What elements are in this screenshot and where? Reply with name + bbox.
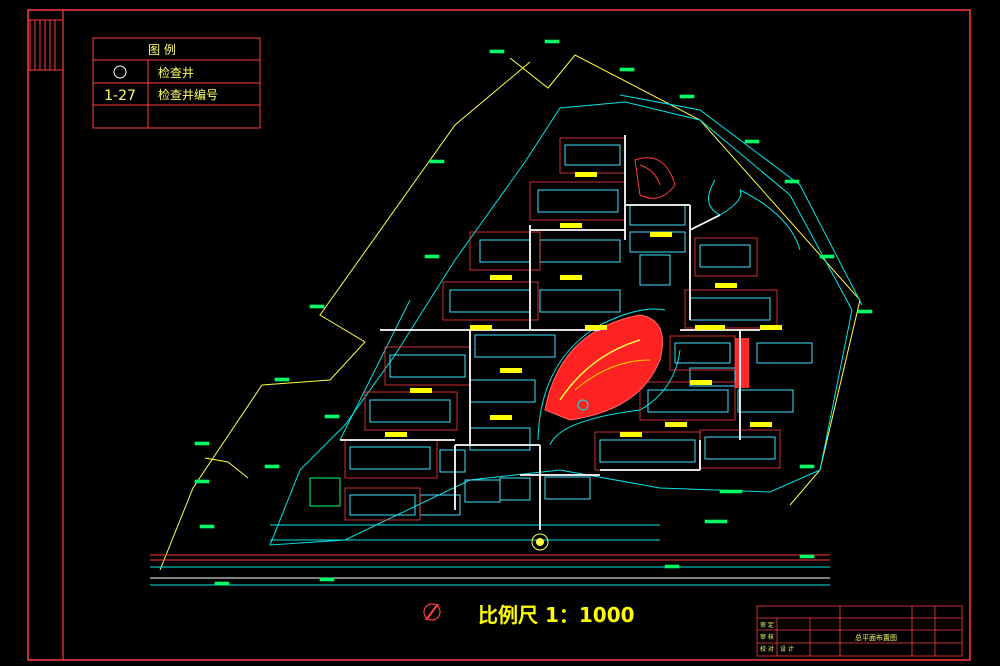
title-block-label-2: 审 核 bbox=[760, 633, 774, 641]
road-network bbox=[269, 94, 863, 546]
highlight-bars bbox=[385, 172, 782, 437]
legend-row-2-symbol: 1-27 bbox=[104, 88, 136, 104]
legend-row-1-label: 检查井 bbox=[158, 65, 194, 80]
legend-row-2-label: 检查井编号 bbox=[158, 87, 218, 102]
circle-icon bbox=[113, 65, 127, 79]
drawing-frame bbox=[27, 9, 971, 661]
central-park bbox=[537, 157, 749, 446]
south-street bbox=[150, 554, 830, 586]
title-block-label-4: 设 计 bbox=[780, 645, 794, 653]
legend-table: 图 例 检查井 1-27 检查井编号 bbox=[92, 37, 261, 129]
title-block bbox=[756, 605, 963, 657]
title-block-label-3: 校 对 bbox=[760, 645, 774, 653]
scale-label: 比例尺 1：1000 bbox=[478, 603, 635, 627]
title-block-label-1: 审 定 bbox=[760, 621, 774, 629]
building-blocks bbox=[309, 144, 813, 516]
entrance-plaza bbox=[531, 533, 549, 551]
annotation-callouts bbox=[194, 39, 873, 586]
north-arrow-icon bbox=[423, 603, 441, 621]
title-block-project: 总平面布置图 bbox=[855, 633, 897, 642]
legend-title: 图 例 bbox=[148, 43, 176, 57]
